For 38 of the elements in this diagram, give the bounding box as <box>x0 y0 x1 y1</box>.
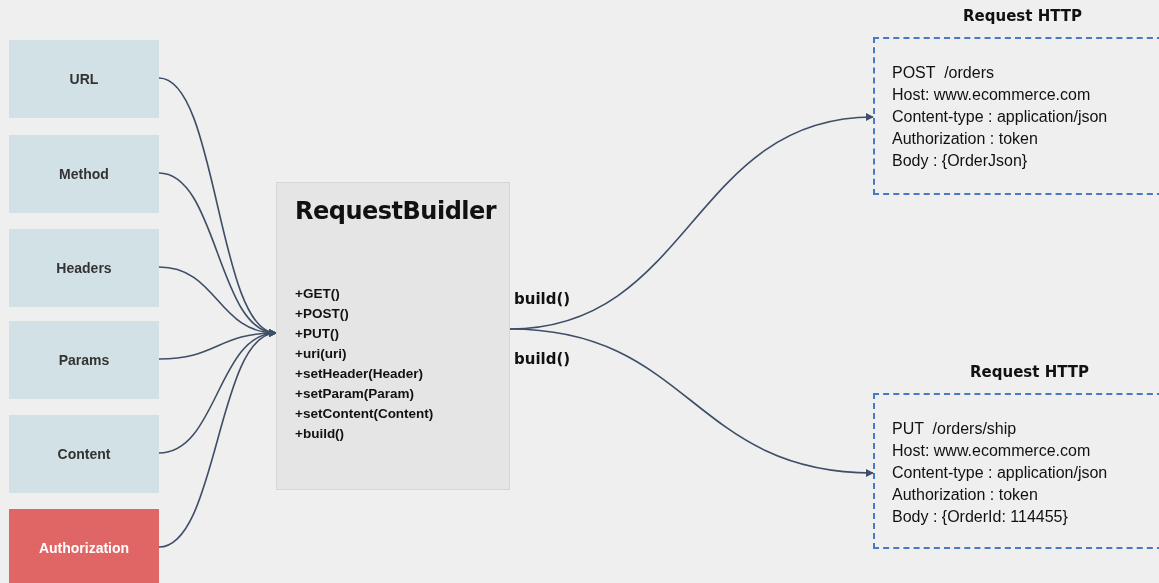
request-line: Content-type : application/json <box>892 464 1108 482</box>
method-label: +uri(uri) <box>295 346 347 361</box>
arrow <box>509 328 874 477</box>
class-title: RequestBuidler <box>295 197 497 225</box>
class-box <box>276 182 510 490</box>
method-label: +setHeader(Header) <box>295 366 423 381</box>
input-box <box>9 415 159 493</box>
request-line: Authorization : token <box>892 486 1038 504</box>
method-label: +GET() <box>295 286 340 301</box>
request-line: Body : {OrderJson} <box>892 152 1028 170</box>
method-label: +build() <box>295 426 345 441</box>
input-box <box>9 321 159 399</box>
request-line: Body : {OrderId: 114455} <box>892 508 1068 526</box>
method-label: +POST() <box>295 306 349 321</box>
request-line: Host: www.ecommerce.com <box>892 442 1091 460</box>
request-line: Content-type : application/json <box>892 108 1108 126</box>
box-heading: Request HTTP <box>963 7 1082 25</box>
box-label: Content <box>57 446 111 462</box>
request-line: PUT /orders/ship <box>892 420 1017 438</box>
box-heading: Request HTTP <box>970 363 1089 381</box>
box-label: Authorization <box>38 540 130 556</box>
input-box <box>9 135 159 213</box>
input-box <box>9 229 159 307</box>
input-box <box>9 40 159 118</box>
request-line: POST /orders <box>892 64 994 82</box>
method-label: +setParam(Param) <box>295 386 414 401</box>
arrow <box>158 331 277 548</box>
box-label: Params <box>58 352 110 368</box>
method-label: +PUT() <box>295 326 339 341</box>
input-box <box>9 509 159 583</box>
edge-label: build() <box>514 290 571 308</box>
box-label: URL <box>69 71 99 87</box>
method-label: +setContent(Content) <box>295 406 434 421</box>
box-label: Method <box>59 166 109 182</box>
edge-label: build() <box>514 350 571 368</box>
request-line: Host: www.ecommerce.com <box>892 86 1091 104</box>
box-label: Headers <box>56 260 112 276</box>
request-line: Authorization : token <box>892 130 1038 148</box>
